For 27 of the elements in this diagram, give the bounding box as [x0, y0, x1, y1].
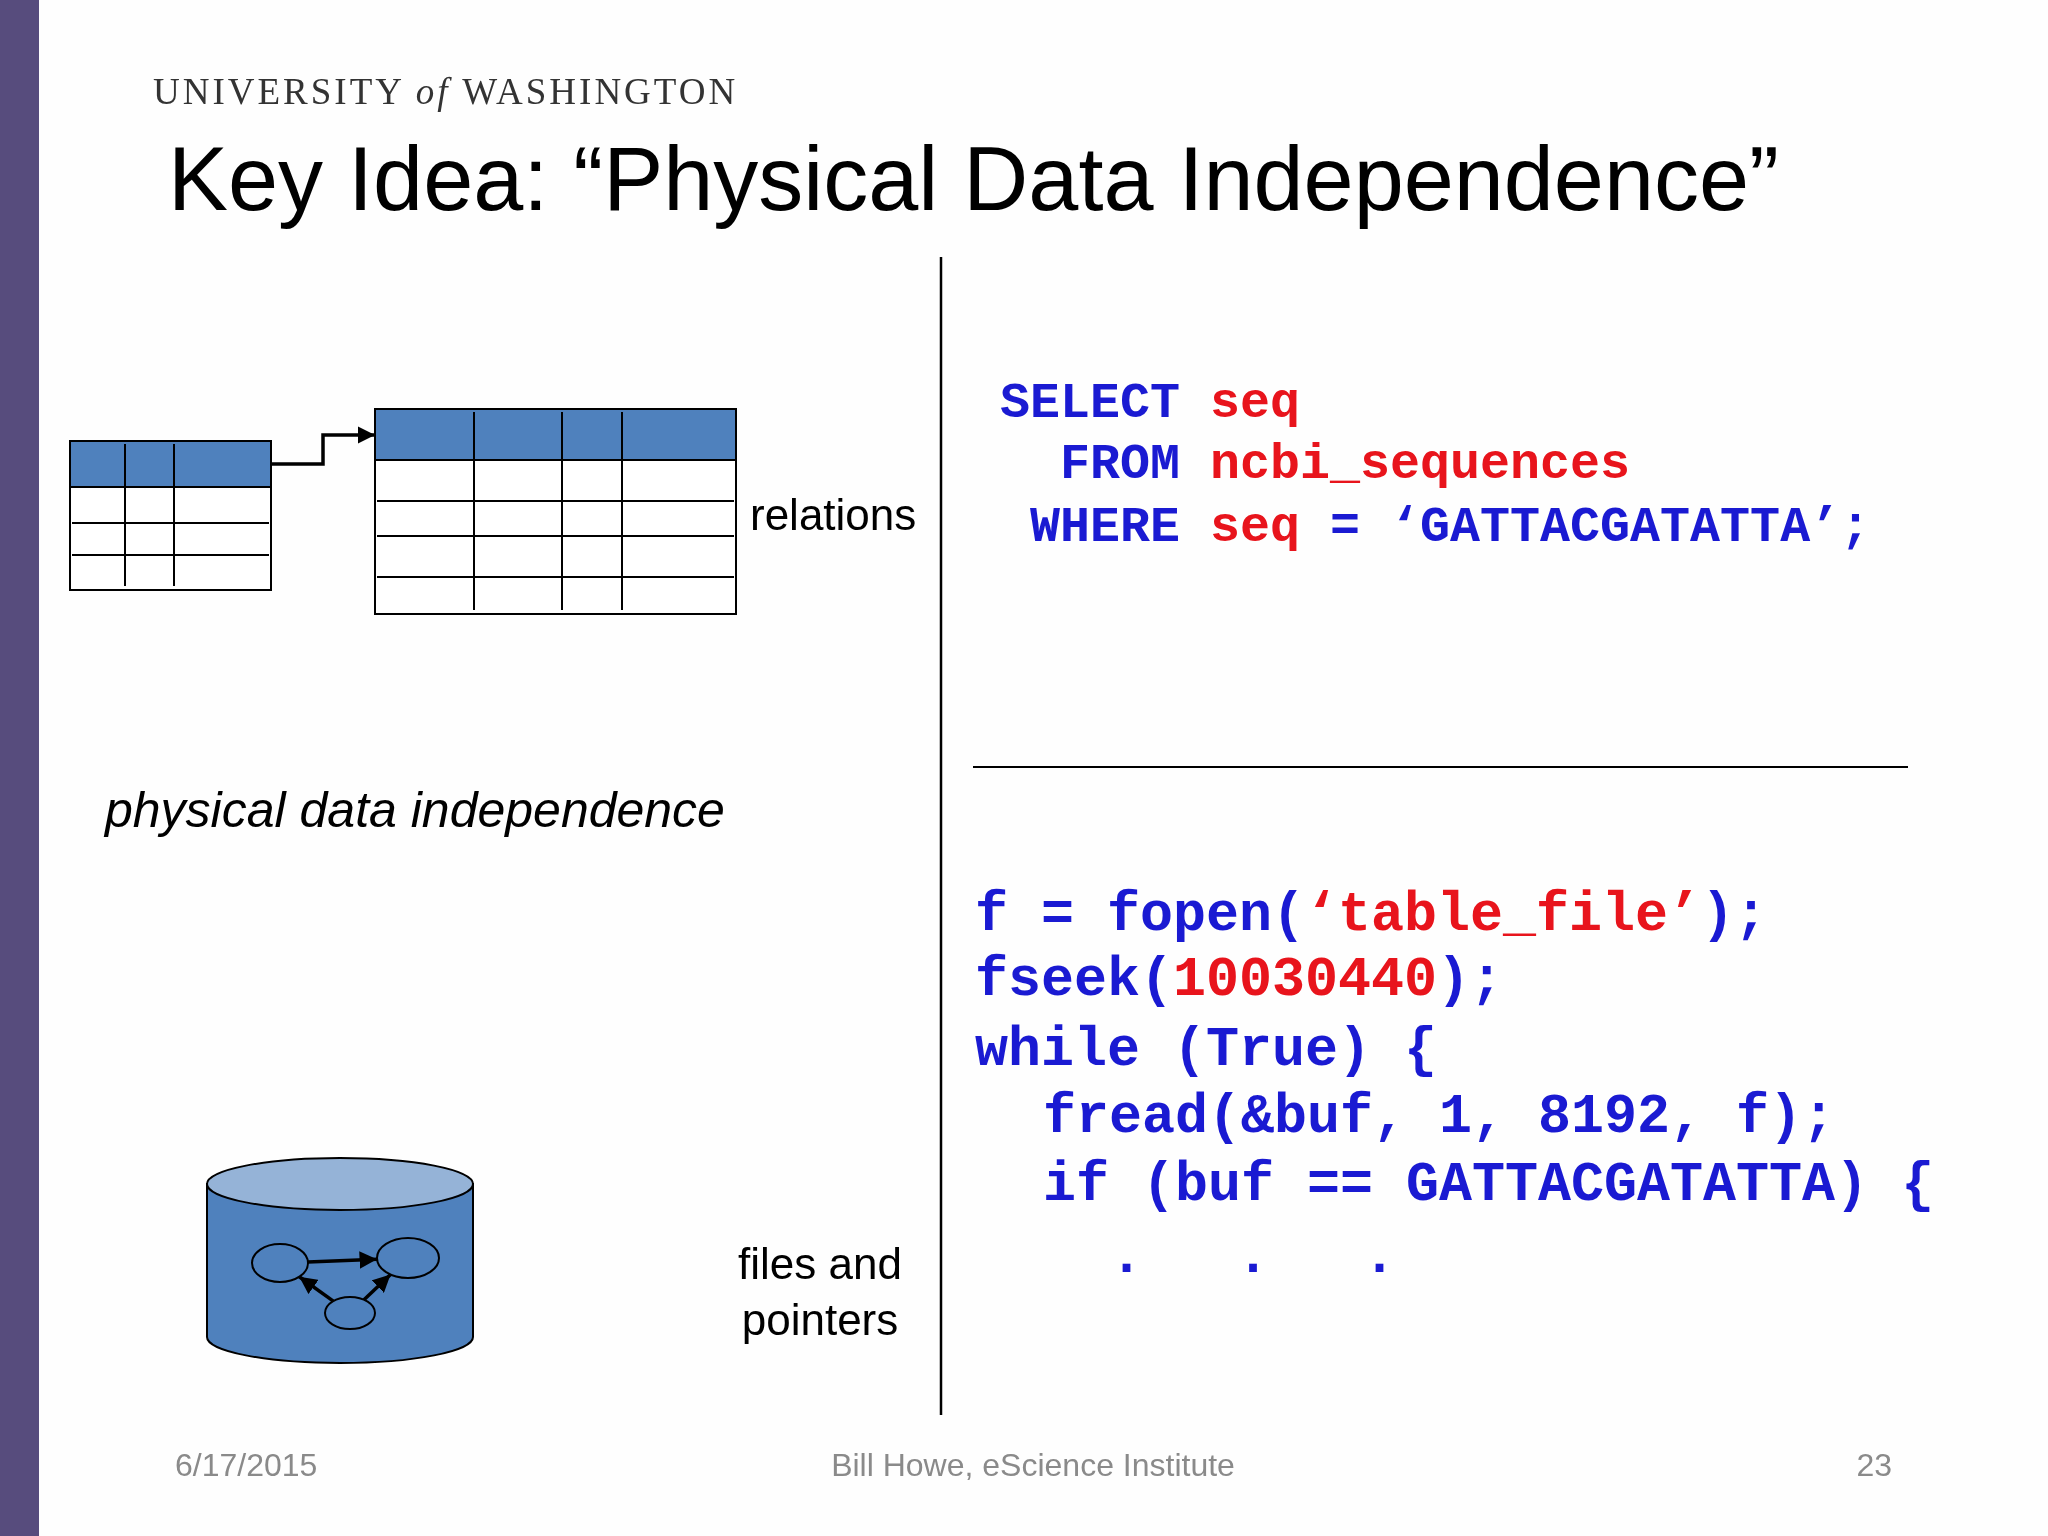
slide-title: Key Idea: “Physical Data Independence” [168, 128, 1779, 231]
table-drawing [374, 408, 737, 615]
caption-text: physical data independence [105, 781, 725, 839]
university-name: UNIVERSITY of WASHINGTON [153, 70, 739, 113]
files-label: files and pointers [737, 1238, 903, 1346]
arrow [362, 1273, 392, 1301]
ellipsis-text: . . . [1110, 1226, 1427, 1289]
footer-date: 6/17/2015 [175, 1447, 318, 1484]
arrow [271, 426, 375, 466]
code-line: FROM ncbi_sequences [1060, 436, 1631, 493]
table-drawing [69, 440, 272, 591]
arrow [298, 1275, 335, 1303]
code-line: f = fopen(‘table_file’); [975, 884, 1768, 947]
database-cylinder [206, 1157, 474, 1364]
relations-label: relations [750, 490, 917, 540]
code-line: SELECT seq [1000, 375, 1301, 432]
code-line: while (True) { [975, 1019, 1438, 1082]
code-line: if (buf == GATTACGATATTA) { [1043, 1154, 1935, 1217]
code-line: fseek(10030440); [975, 949, 1504, 1012]
page-number: 23 [1855, 1447, 1892, 1484]
ellipse-node [251, 1243, 309, 1283]
arrow [307, 1251, 378, 1269]
code-line: fread(&buf, 1, 8192, f); [1043, 1086, 1836, 1149]
code-line: WHERE seq = ‘GATTACGATATTA’; [1030, 499, 1871, 556]
ellipse-node [324, 1296, 376, 1330]
ellipse-node [376, 1237, 440, 1279]
footer-author: Bill Howe, eScience Institute [830, 1447, 1236, 1484]
